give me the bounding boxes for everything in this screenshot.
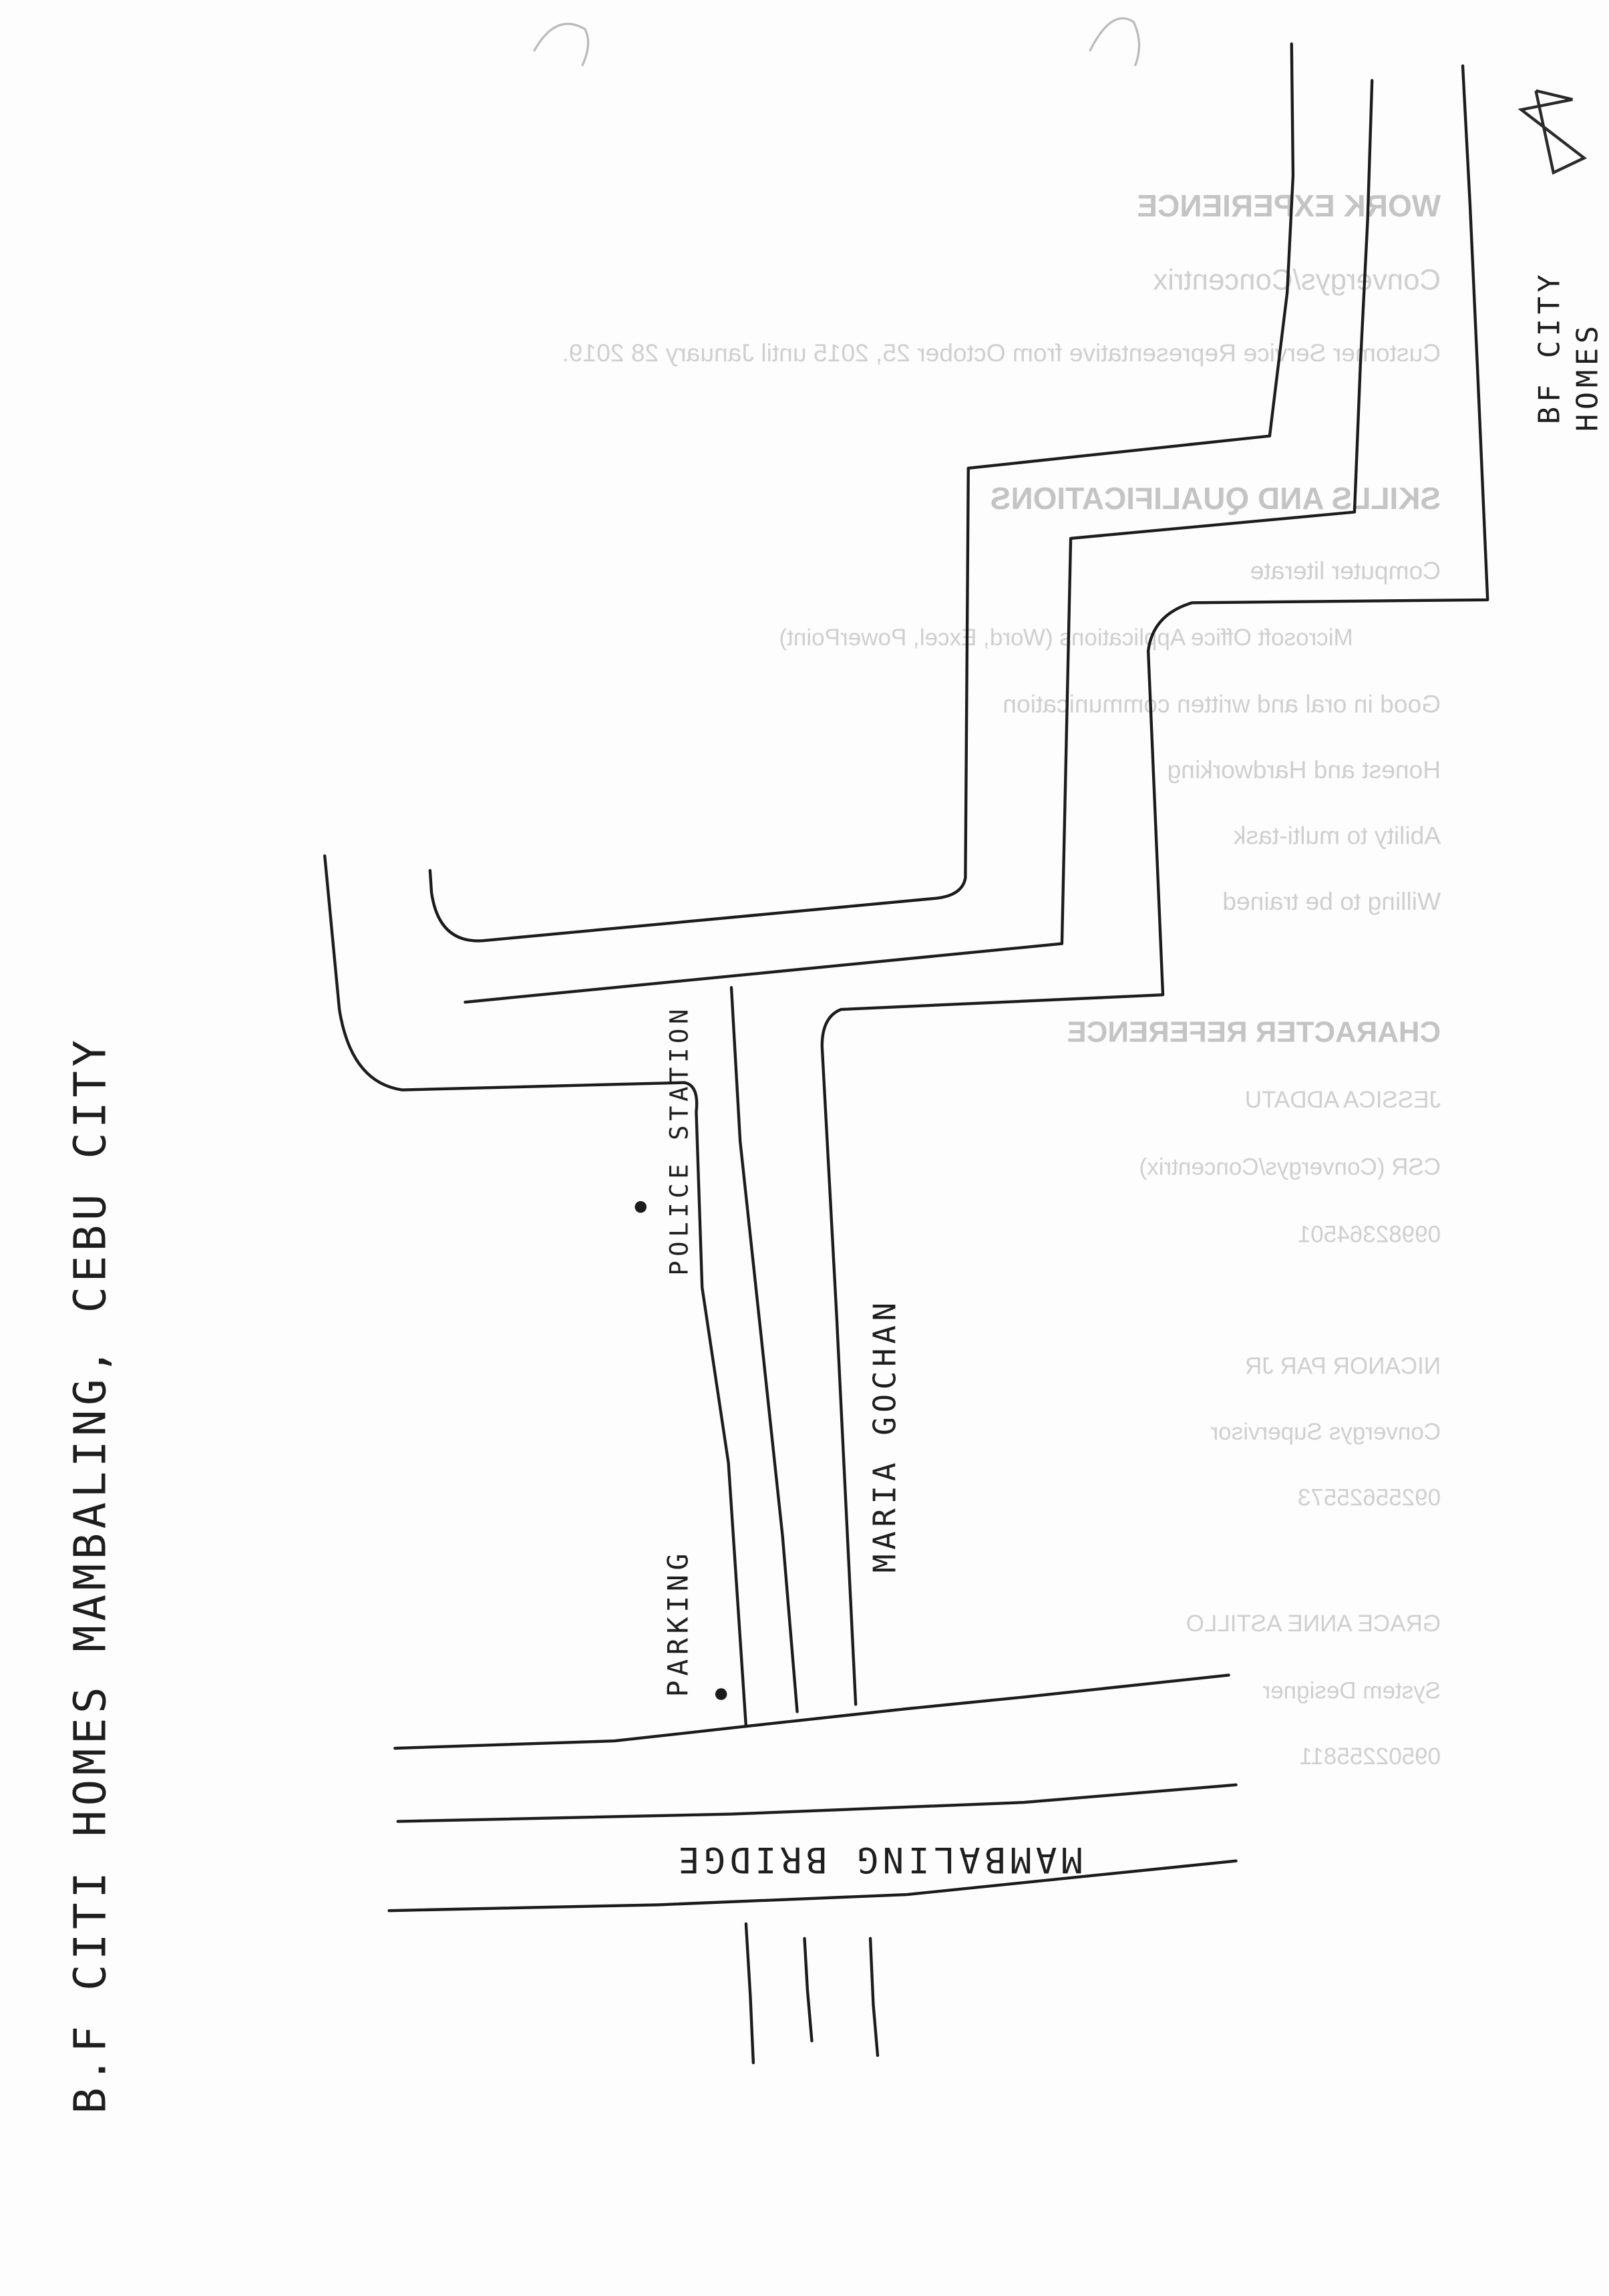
bleed-heading: WORK EXPERIENCE — [1137, 188, 1441, 223]
road-below-bridge-1 — [744, 1922, 755, 2065]
bleed-line: Good in oral and written communication — [1003, 690, 1441, 718]
bleed-line: GRACE ANNE ASTILLO — [1186, 1611, 1441, 1637]
road-outer-right-edge — [820, 64, 1489, 1706]
bleed-through-text: WORK EXPERIENCE Convergys/Concentrix Cus… — [562, 188, 1441, 1770]
roads — [323, 42, 1489, 2065]
star-icon — [1517, 89, 1587, 175]
address-label: B.F CITI HOMES MAMBALING, CEBU CITY — [65, 1035, 116, 2114]
road-outer-left-edge — [428, 42, 1295, 943]
police-station-label: POLICE STATION — [664, 1005, 693, 1276]
punch-hole-mark — [1089, 17, 1141, 67]
road-left-loop-edge — [323, 854, 748, 1728]
bleed-line: Honest and Hardworking — [1168, 756, 1441, 784]
bleed-line: 09502255811 — [1299, 1744, 1441, 1770]
bleed-line: Computer literate — [1250, 556, 1441, 585]
bridge-label: MAMBALING BRIDGE — [674, 1839, 1082, 1880]
bleed-line: Customer Service Representative from Oct… — [562, 339, 1441, 367]
maria-gochan-street-label: MARIA GOCHAN — [866, 1298, 902, 1573]
bridge-road-top-edge — [393, 1673, 1230, 1750]
bleed-line: Convergys Supervisor — [1210, 1419, 1441, 1445]
bleed-heading: CHARACTER REFERENCE — [1067, 1015, 1441, 1048]
bleed-line: System Designer — [1262, 1678, 1441, 1704]
parking-label: PARKING — [661, 1549, 694, 1697]
parking-marker — [715, 1688, 727, 1700]
destination-label: BF CITY — [1533, 271, 1567, 425]
punch-hole-mark — [532, 23, 590, 67]
bleed-line: CSR (Convergys/Concentrix) — [1139, 1154, 1441, 1180]
bleed-heading: SKILLS AND QUALIFICATIONS — [991, 481, 1441, 516]
maria-gochan-street-edge — [729, 986, 799, 1713]
bleed-line: Ability to multi-task — [1234, 822, 1441, 850]
road-below-bridge-3 — [868, 1937, 880, 2058]
bleed-line: Convergys/Concentrix — [1153, 264, 1441, 297]
bleed-line: JESSICA ADDATU — [1245, 1087, 1441, 1113]
bridge-road-bottom-edge — [387, 1859, 1238, 1913]
bleed-line: 09982364501 — [1298, 1221, 1441, 1247]
destination-label-line-2: HOMES — [1570, 321, 1604, 432]
bleed-line: Microsoft Office Applications (Word, Exc… — [779, 625, 1353, 651]
bleed-line: Willing to be trained — [1222, 887, 1441, 915]
road-middle-edge — [464, 79, 1374, 1004]
bleed-line: 09255625573 — [1298, 1485, 1441, 1511]
bleed-line: NICANOR PAR JR — [1245, 1353, 1441, 1379]
road-below-bridge-2 — [803, 1937, 814, 2043]
police-station-marker — [635, 1200, 647, 1213]
bridge-road-center-line — [396, 1783, 1238, 1823]
